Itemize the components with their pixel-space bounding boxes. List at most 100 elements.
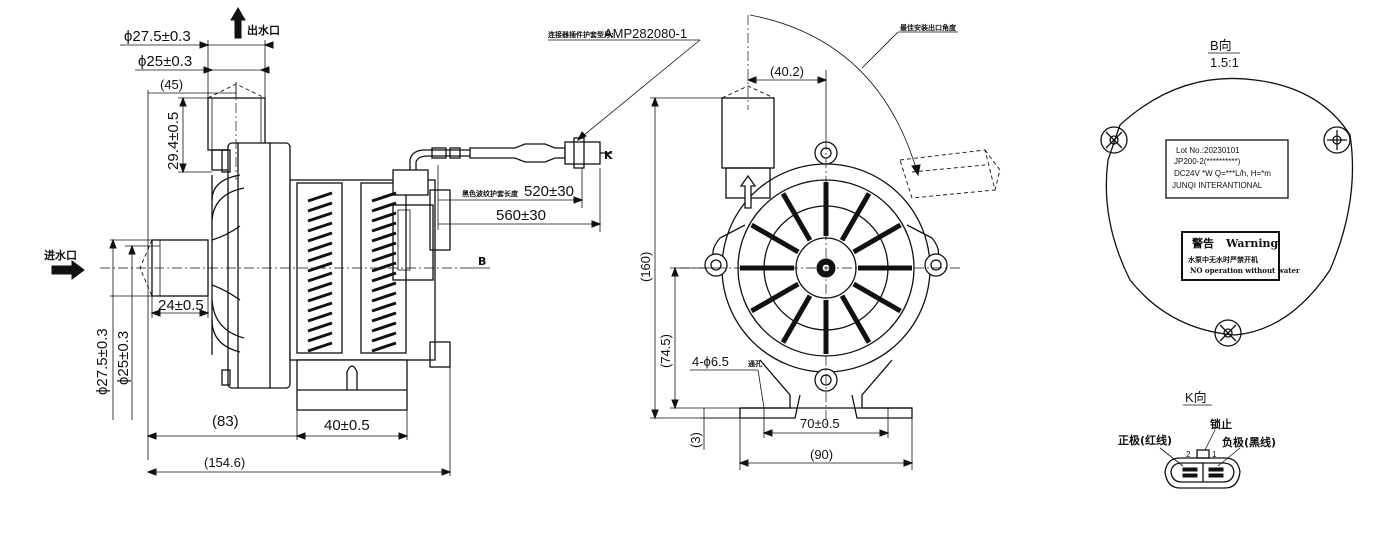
cooling-fin — [307, 251, 333, 263]
cooling-fin — [307, 341, 333, 353]
foot-width-dim: 40±0.5 — [324, 417, 370, 434]
impeller-spoke — [839, 192, 872, 242]
connector-note-prefix: 连接器插件护套型号: — [548, 30, 614, 39]
base-width-dim: (90) — [810, 447, 833, 462]
outlet-label: 出水口 — [247, 23, 280, 37]
impeller-spoke — [750, 222, 800, 255]
view-k-marker: K — [604, 149, 613, 162]
front-outlet-offset-dim: (40.2) — [770, 64, 804, 79]
outlet-offset-dim: (45) — [160, 77, 183, 92]
view-b-title: B向 — [1210, 38, 1232, 53]
warning-cn-text: 水泵中无水时严禁开机 — [1188, 255, 1258, 264]
cooling-fin — [307, 261, 333, 273]
rotation-note: 最佳安装出口角度 — [900, 23, 957, 32]
inlet-od-dim: ϕ27.5±0.3 — [94, 328, 111, 395]
cooling-fin — [307, 241, 333, 253]
cooling-fin — [371, 201, 397, 213]
pump-housing — [211, 142, 291, 389]
model-number: JP200-2(**********) — [1174, 157, 1241, 166]
cooling-fin — [371, 231, 397, 243]
side-view: 出水口 ϕ27.5±0.3 ϕ25±0.3 (45) 29.4±0.5 — [44, 7, 701, 476]
cooling-fin — [307, 191, 333, 203]
motor-fins — [307, 191, 397, 353]
warning-en-title: Warning — [1225, 237, 1278, 250]
holes-dim: 4-ϕ6.5 — [692, 354, 729, 369]
impeller-spoke — [750, 281, 800, 314]
inlet-id-dim: ϕ25±0.3 — [115, 331, 132, 385]
cable-total-dim: 560±30 — [496, 207, 546, 224]
cooling-fin — [307, 331, 333, 343]
outlet-length-dim: 29.4±0.5 — [165, 112, 182, 170]
cooling-fin — [307, 321, 333, 333]
product-label: Lot No.:20230101 JP200-2(**********) DC2… — [1165, 139, 1289, 199]
connector-face — [1164, 449, 1241, 489]
total-length-dim: (154.6) — [204, 455, 245, 470]
cooling-fin — [371, 271, 397, 283]
outlet-id-dim: ϕ25±0.3 — [138, 53, 192, 70]
outlet-od-dim: ϕ27.5±0.3 — [124, 28, 191, 45]
cooling-fin — [307, 201, 333, 213]
impeller-spoke — [852, 281, 902, 314]
cooling-fin — [307, 281, 333, 293]
cooling-fin — [371, 291, 397, 303]
impeller-spoke — [839, 294, 872, 344]
view-b-scale: 1.5:1 — [1210, 55, 1239, 70]
lot-number: Lot No.:20230101 — [1176, 146, 1240, 155]
view-k: K向 锁止 正极(红线) 负极(黑线) 2 1 — [1118, 390, 1276, 489]
cooling-fin — [307, 211, 333, 223]
screw-icon — [1323, 126, 1351, 154]
inlet-label: 进水口 — [44, 248, 77, 262]
screw-icon — [1214, 319, 1242, 347]
view-b-marker: B — [478, 255, 486, 268]
cooling-fin — [371, 281, 397, 293]
cooling-fin — [307, 291, 333, 303]
cable-sleeve-note: 黑色波纹护套长度 — [462, 189, 519, 198]
screw-icon — [1100, 126, 1128, 154]
view-k-title: K向 — [1185, 390, 1207, 405]
base-thickness-dim: (3) — [688, 432, 703, 448]
holes-suffix: 通孔 — [748, 359, 762, 368]
cable-sleeve-dim: 520±30 — [524, 183, 574, 200]
impeller-spoke — [852, 222, 902, 255]
warning-cn-title: 警告 — [1191, 236, 1214, 250]
body-length-dim: (83) — [212, 413, 239, 430]
cooling-fin — [371, 211, 397, 223]
cooling-fin — [371, 241, 397, 253]
cooling-fin — [371, 261, 397, 273]
cooling-fin — [307, 311, 333, 323]
cooling-fin — [307, 271, 333, 283]
cooling-fin — [371, 191, 397, 203]
inlet-arrow-icon — [51, 260, 85, 280]
cooling-fin — [307, 231, 333, 243]
cooling-fin — [371, 301, 397, 313]
total-height-dim: (160) — [638, 252, 653, 282]
cooling-fin — [371, 321, 397, 333]
spec-text: DC24V *W Q=***L/h, H=*m — [1174, 169, 1271, 178]
cooling-fin — [371, 311, 397, 323]
connector-model: AMP282080-1 — [604, 26, 687, 41]
pin-2-label: 2 — [1186, 450, 1191, 459]
mount-foot — [296, 359, 408, 411]
negative-label: 负极(黑线) — [1222, 435, 1276, 449]
cooling-fin — [371, 331, 397, 343]
center-height-dim: (74.5) — [658, 334, 673, 368]
cooling-fin — [307, 301, 333, 313]
positive-label: 正极(红线) — [1118, 433, 1172, 447]
alt-outlet-dashed — [899, 149, 1001, 199]
outlet-dims — [120, 40, 274, 460]
cooling-fin — [371, 251, 397, 263]
impeller-spoke — [780, 192, 813, 242]
bolt-lug-right — [924, 253, 948, 277]
warning-en-text: NO operation without water — [1190, 266, 1300, 275]
hole-spacing-dim: 70±0.5 — [800, 416, 840, 431]
inlet-length-dim: 24±0.5 — [158, 297, 204, 314]
outlet-arrow-icon — [230, 7, 246, 39]
warning-label: 警告 Warning 水泵中无水时严禁开机 NO operation witho… — [1181, 231, 1300, 281]
view-b: B向 1.5:1 Lot No.:20230101 JP200-2(******… — [1100, 38, 1354, 347]
brand-text: JUNQI INTERANTIONAL — [1172, 181, 1263, 190]
front-view: 最佳安装出口角度 (40.2) (160) (74.5) 4-ϕ6.5 通孔 — [638, 14, 1001, 470]
pin-1-label: 1 — [1212, 450, 1217, 459]
cooling-fin — [371, 221, 397, 233]
motor-nameplate — [397, 209, 411, 271]
